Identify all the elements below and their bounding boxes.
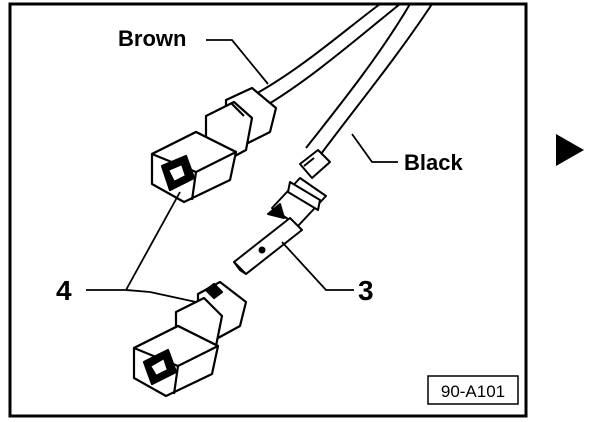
lower-connector-housing [132, 280, 248, 398]
upper-connector-housing [150, 86, 278, 204]
label-black: Black [404, 150, 463, 175]
leader-brown [206, 39, 269, 85]
leader-3 [281, 241, 354, 291]
figure-ref: 90-A101 [441, 382, 505, 401]
leader-4b [125, 289, 197, 303]
figure-ref-box [427, 375, 519, 405]
triangle-right-icon[interactable] [556, 134, 584, 166]
brown-wire [251, 3, 401, 109]
flat-terminal [233, 149, 331, 275]
leader-lines [86, 39, 398, 303]
leader-4 [86, 191, 181, 291]
label-brown: Brown [118, 26, 186, 51]
label-callout-3: 3 [358, 275, 374, 306]
leader-black [351, 133, 398, 163]
black-wire [305, 3, 433, 159]
label-callout-4: 4 [56, 275, 72, 306]
diagram-frame [8, 2, 528, 418]
